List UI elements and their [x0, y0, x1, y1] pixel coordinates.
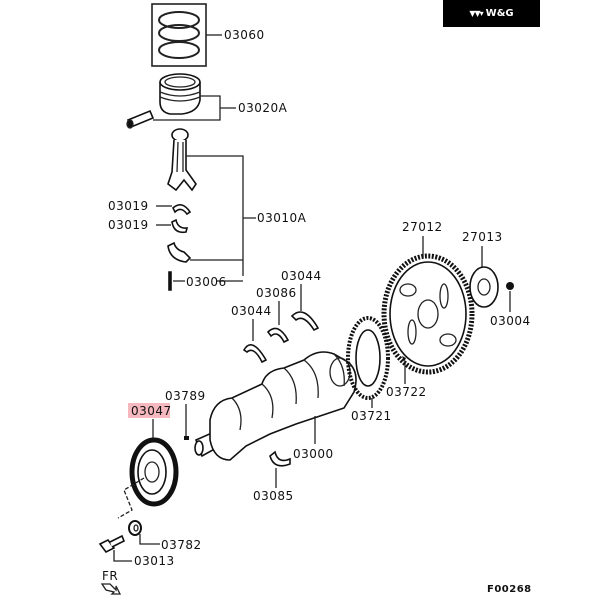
label-piston-rings[interactable]: 03060 — [224, 28, 265, 42]
label-thrust-bearing-lower[interactable]: 03044 — [231, 304, 272, 318]
plate-bolt[interactable] — [402, 356, 406, 362]
label-sensor-plate[interactable]: 03721 — [351, 409, 392, 423]
label-pulley-bolt[interactable]: 03013 — [134, 554, 175, 568]
connecting-rod[interactable] — [167, 128, 197, 192]
label-washer[interactable]: 03782 — [161, 538, 202, 552]
brand-badge: ▼▼▾ W&G — [443, 0, 540, 27]
sensor-plate[interactable] — [346, 316, 390, 400]
label-main-bearing-upper[interactable]: 03086 — [256, 286, 297, 300]
label-adapter-plate[interactable]: 27013 — [462, 230, 503, 244]
drive-plate-bolt[interactable] — [506, 282, 514, 290]
rod-cap[interactable] — [167, 241, 192, 263]
label-main-bearing-lower[interactable]: 03085 — [253, 489, 294, 503]
label-plate-bolt[interactable]: 03722 — [386, 385, 427, 399]
label-piston[interactable]: 03020A — [238, 101, 288, 115]
forward-arrow-icon — [100, 583, 122, 595]
thrust-bearing-upper[interactable] — [290, 311, 320, 332]
label-drive-plate[interactable]: 27012 — [402, 220, 443, 234]
washer[interactable] — [128, 520, 142, 536]
adapter-plate[interactable] — [469, 266, 499, 308]
crank-pulley[interactable] — [129, 437, 179, 507]
key[interactable] — [184, 436, 189, 440]
rod-bearing-lower[interactable] — [171, 218, 189, 234]
label-rod-bolt[interactable]: 03006 — [186, 275, 227, 289]
thrust-bearing-lower[interactable] — [242, 344, 268, 364]
piston[interactable] — [159, 73, 201, 115]
label-connecting-rod[interactable]: 03010A — [257, 211, 307, 225]
crankshaft[interactable] — [194, 351, 357, 461]
label-crank-pulley[interactable]: 03047 — [131, 404, 172, 418]
direction-label: FR — [102, 569, 118, 583]
label-rod-bearing-lower[interactable]: 03019 — [108, 218, 149, 232]
drive-plate[interactable] — [381, 253, 475, 375]
label-key[interactable]: 03789 — [165, 389, 206, 403]
piston-rings[interactable] — [151, 3, 207, 67]
wg-logo-icon: ▼▼▾ — [469, 9, 483, 18]
rod-bearing-upper[interactable] — [172, 204, 192, 216]
rod-bolt[interactable] — [168, 271, 172, 291]
main-bearing-upper[interactable] — [266, 327, 290, 344]
brand-name: W&G — [485, 8, 514, 19]
label-crankshaft[interactable]: 03000 — [293, 447, 334, 461]
pulley-bolt[interactable] — [98, 534, 126, 554]
main-bearing-lower[interactable] — [269, 450, 291, 467]
highlight-crank-pulley — [128, 403, 170, 418]
figure-id: F00268 — [487, 584, 532, 595]
piston-pin[interactable] — [126, 109, 155, 129]
label-drive-plate-bolt[interactable]: 03004 — [490, 314, 531, 328]
label-rod-bearing-upper[interactable]: 03019 — [108, 199, 149, 213]
label-thrust-bearing-upper[interactable]: 03044 — [281, 269, 322, 283]
